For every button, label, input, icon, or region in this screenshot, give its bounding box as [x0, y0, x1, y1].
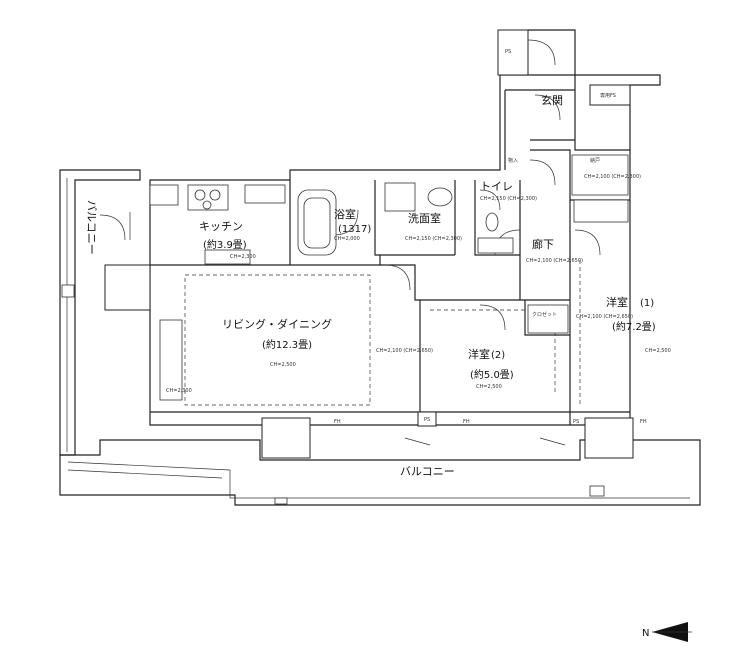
bath-size: (1317): [338, 224, 371, 235]
shoe-closet-label: 物入: [508, 157, 518, 164]
ch-living: CH=2,500: [270, 362, 296, 368]
western1-size: (約7.2畳): [612, 320, 656, 333]
western2-label: 洋室: [468, 347, 490, 361]
kitchen-label: キッチン: [199, 220, 243, 233]
fh-right-label: FH: [640, 419, 647, 425]
ch-washroom: CH=2,150 (CH=2,300): [405, 236, 462, 242]
compass-n-label: N: [642, 628, 649, 639]
living-label: リビング・ダイニング: [222, 317, 332, 331]
ch-western1: CH=2,100 (CH=2,650): [576, 314, 633, 320]
ps-bottom-left-label: PS: [424, 417, 430, 423]
western2-size: (約5.0畳): [470, 368, 514, 381]
living-size: (約12.3畳): [262, 338, 312, 351]
bath-label: 浴室: [334, 207, 356, 221]
balcony-outline: [59, 169, 701, 506]
closet-label: クロゼット: [532, 311, 557, 318]
fs-label: 専用FS: [600, 92, 616, 99]
ch-kitchen: CH=2,300: [230, 254, 256, 260]
fixtures: [61, 154, 629, 505]
balcony-bottom-label: バルコニー: [400, 465, 455, 478]
western1-label: 洋室: [606, 295, 628, 309]
ps-bottom-right-label: PS: [573, 419, 579, 425]
toilet-label: トイレ: [480, 180, 513, 193]
corridor-label: 廊下: [532, 237, 554, 251]
ch-toilet: CH=2,150 (CH=2,300): [480, 196, 537, 202]
ch-corridor: CH=2,100 (CH=2,650): [526, 258, 583, 264]
western2-num: (2): [491, 350, 505, 361]
western1-num: (1): [640, 298, 654, 309]
ch-below: CH=2,300: [166, 388, 192, 394]
ch-storage: CH=2,100 (CH=2,300): [584, 174, 641, 180]
storage-label: 納戸: [590, 157, 600, 164]
ch-western1-side: CH=2,500: [645, 348, 671, 354]
ch-living-side: CH=2,100 (CH=2,650): [376, 348, 433, 354]
compass: N: [642, 622, 692, 642]
fh-left-label: FH: [334, 419, 341, 425]
ch-bath: CH=2,000: [334, 236, 360, 242]
kitchen-size: (約3.9畳): [203, 238, 247, 251]
unit-walls: [104, 29, 661, 459]
entrance-label: 玄関: [541, 93, 563, 107]
fh-mid-label: FH: [463, 419, 470, 425]
ch-western2: CH=2,500: [476, 384, 502, 390]
washroom-label: 洗面室: [408, 211, 441, 225]
ps-top-label: PS: [505, 49, 511, 55]
balcony-left-label: バルコニー: [85, 200, 98, 255]
